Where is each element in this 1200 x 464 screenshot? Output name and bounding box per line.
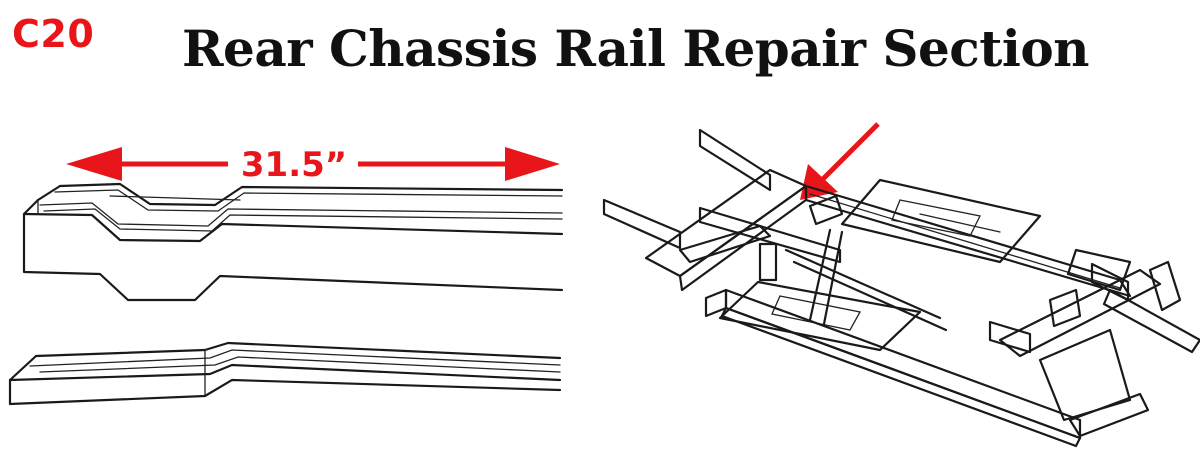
pointer-arrowhead: [800, 164, 838, 200]
pointer-arrow-shaft: [820, 122, 880, 182]
chassis-frame-illustration: [602, 128, 1200, 448]
dimension-arrow: [66, 147, 560, 181]
dimension-label: 31.5”: [241, 145, 347, 185]
upper-rail-section: [22, 182, 564, 302]
part-code: C20: [12, 12, 95, 56]
page-title: Rear Chassis Rail Repair Section: [182, 19, 1090, 78]
dimension-arrowhead-right: [505, 147, 560, 181]
pointer-arrow: [800, 122, 880, 200]
lower-rail-section: [8, 341, 562, 406]
dimension-arrowhead-left: [66, 147, 122, 181]
